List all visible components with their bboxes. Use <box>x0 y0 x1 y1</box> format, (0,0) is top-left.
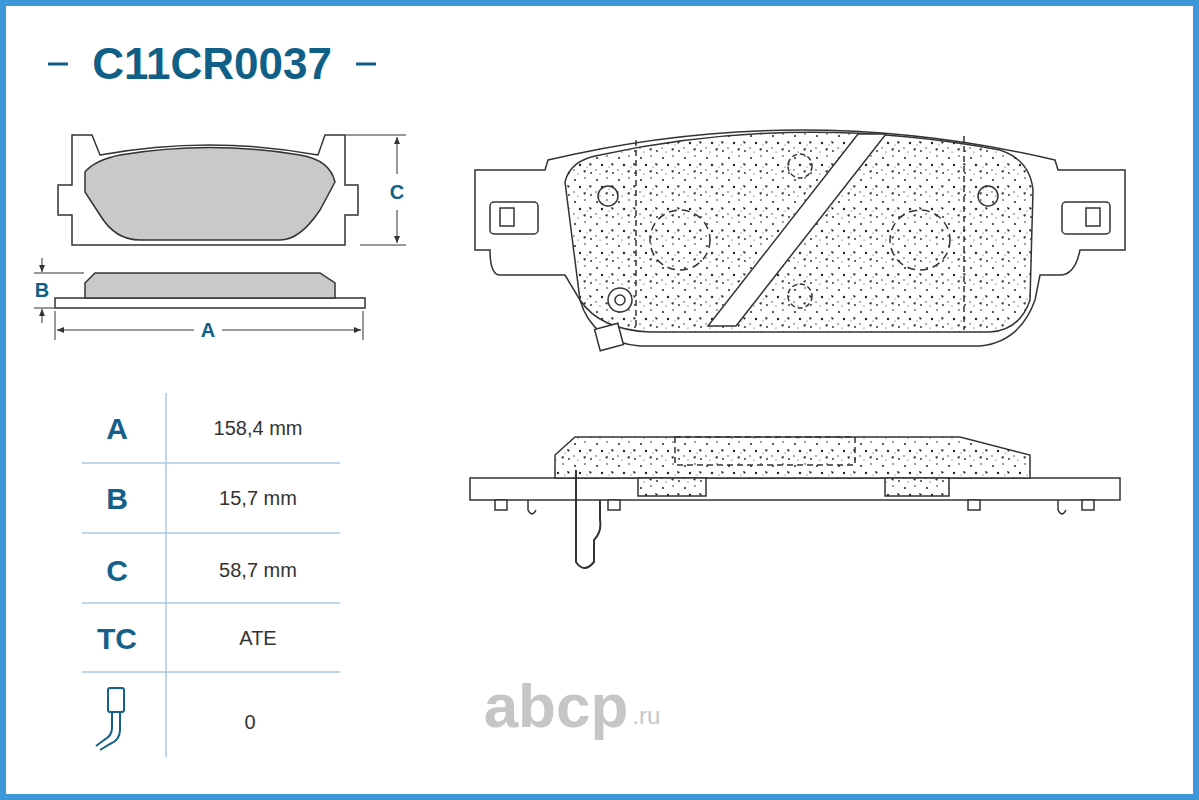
watermark: abcp <box>484 672 629 740</box>
watermark: .ru <box>632 703 660 729</box>
table-value: 0 <box>244 711 255 733</box>
pad-side-drawing <box>470 437 1120 568</box>
frame <box>3 3 1196 797</box>
table-key: A <box>106 412 128 445</box>
table-key: TC <box>97 622 137 655</box>
table-value: ATE <box>239 627 276 649</box>
table-value: 158,4 mm <box>214 417 303 439</box>
part-number-title: C11CR0037 <box>92 40 332 88</box>
dimension-letter: C <box>390 181 404 203</box>
table-key: C <box>106 554 128 587</box>
dimension-letter: A <box>201 319 215 341</box>
table-value: 58,7 mm <box>219 559 297 581</box>
table-value: 15,7 mm <box>219 487 297 509</box>
wire-icon <box>96 688 124 750</box>
pad-top-view <box>58 135 358 245</box>
dimension-letter: B <box>35 279 49 301</box>
pad-front-drawing <box>475 130 1125 351</box>
pad-side-view <box>55 273 365 308</box>
table-key: B <box>106 482 128 515</box>
